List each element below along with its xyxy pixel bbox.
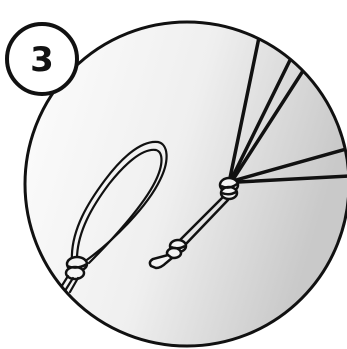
- step-number: 3: [30, 40, 54, 80]
- bridle-knot: [220, 178, 238, 199]
- step-badge: 3: [7, 24, 77, 94]
- lanyard-knot: [66, 257, 87, 279]
